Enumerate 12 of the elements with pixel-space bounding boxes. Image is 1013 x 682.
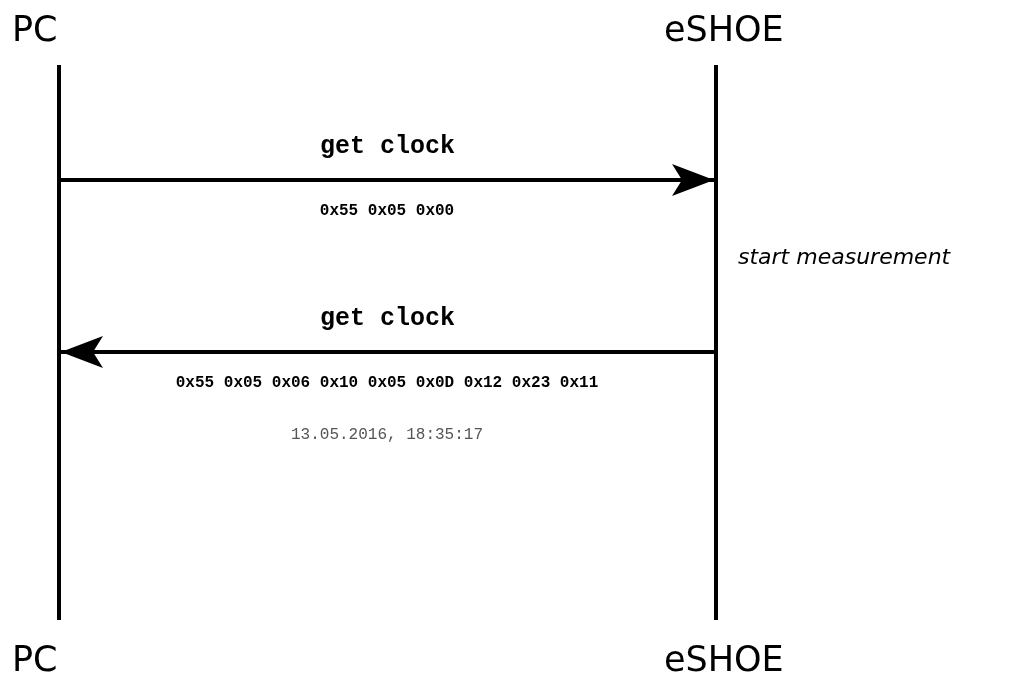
message-bytes: 0x55 0x05 0x06 0x10 0x05 0x0D 0x12 0x23 0x11 [175, 374, 599, 392]
participant-label: eSHOE [664, 9, 784, 49]
participant-label: PC [12, 639, 58, 679]
message-bytes: 0x55 0x05 0x00 [319, 202, 455, 220]
edge-label: get clock [320, 132, 455, 161]
edge-label: get clock [320, 304, 455, 333]
arrow [61, 164, 714, 196]
arrow [61, 336, 714, 368]
participant-label: PC [12, 9, 58, 49]
timestamp-text: 13.05.2016, 18:35:17 [291, 426, 483, 444]
note-text: start measurement [738, 244, 951, 269]
participant-label: eSHOE [664, 639, 784, 679]
